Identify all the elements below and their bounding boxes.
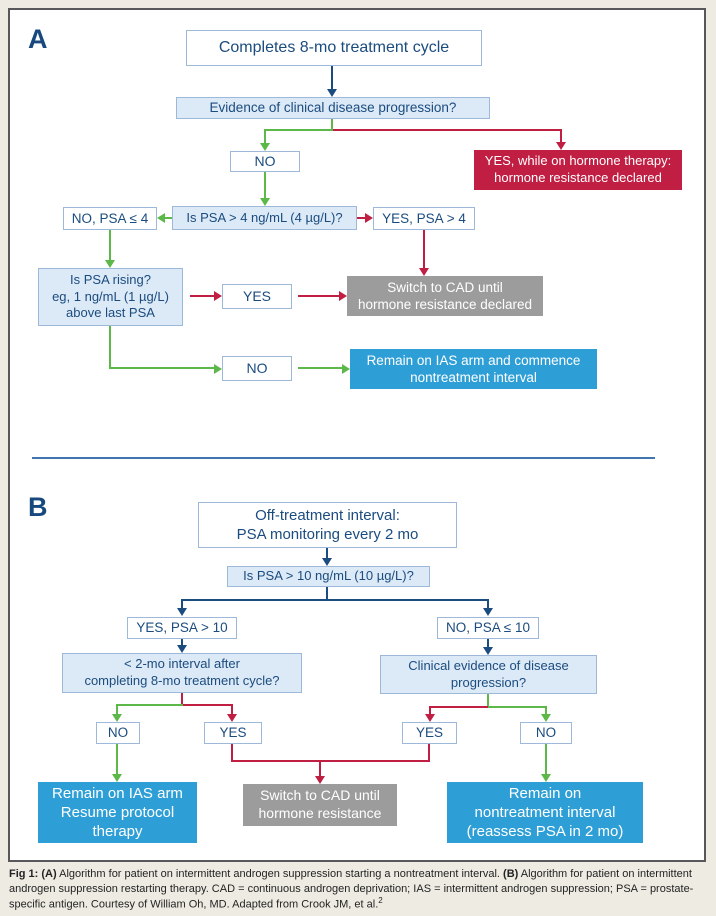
connector-a9-run [109,367,214,369]
connector-b9 [545,744,547,774]
connector-a5 [109,230,111,260]
node-hormone-resistance-declared: YES, while on hormone therapy: hormone r… [474,150,682,190]
connector-b3 [181,639,183,645]
arrowhead-b1 [322,558,332,566]
node-no-psa-le4: NO, PSA ≤ 4 [63,207,157,230]
connector-a9-drop [109,326,111,369]
arrowhead-b8 [315,776,325,784]
node-offtreatment-interval: Off-treatment interval: PSA monitoring e… [198,502,457,548]
node-clinical-evidence: Clinical evidence of disease progression… [380,655,597,694]
connector-b5-left-drop [116,704,118,714]
arrowhead-b3 [177,645,187,653]
connector-b2-run [181,599,489,601]
arrowhead-a4-left [157,213,165,223]
panel-divider [32,457,655,459]
connector-a2-left [265,129,333,131]
connector-b4 [487,639,489,647]
connector-a3 [264,172,266,198]
connector-b8-right-drop [428,744,430,762]
connector-b7 [116,744,118,774]
connector-b6-stub [487,694,489,708]
node-no-progression: NO [230,151,300,172]
connector-a6 [190,295,214,297]
node-yes-right: YES [402,722,457,744]
connector-a10 [298,367,342,369]
arrowhead-a7 [339,291,347,301]
connector-a2-right-drop [560,129,562,142]
node-yes-rising: YES [222,284,292,309]
panel-a-label: A [28,24,48,54]
arrowhead-a1 [327,89,337,97]
node-evidence-progression: Evidence of clinical disease progression… [176,97,490,119]
caption-fig-label: Fig 1: (A) [9,868,57,880]
caption-reference-superscript: 2 [378,896,383,906]
connector-a2-left-drop [264,129,266,143]
arrowhead-a2-yes [556,142,566,150]
connector-a2-right [333,129,562,131]
node-is-psa-rising: Is PSA rising? eg, 1 ng/mL (1 µg/L) abov… [38,268,183,326]
connector-b2-left-drop [181,599,183,608]
arrowhead-b2-left [177,608,187,616]
node-switch-cad-b: Switch to CAD until hormone resistance [243,784,397,826]
arrowhead-a2-no [260,143,270,151]
node-switch-cad-a: Switch to CAD until hormone resistance d… [347,276,543,316]
node-yes-psa-gt10: YES, PSA > 10 [127,617,237,639]
arrowhead-a10 [342,364,350,374]
node-yes-left: YES [204,722,262,744]
node-yes-psa-gt4: YES, PSA > 4 [373,207,475,230]
caption-text-a: Algorithm for patient on intermittent an… [56,868,504,880]
arrowhead-b9 [541,774,551,782]
connector-b5-right-drop [231,704,233,714]
connector-b6-left [430,706,488,708]
arrowhead-a8 [419,268,429,276]
node-no-psa-le10: NO, PSA ≤ 10 [437,617,539,639]
node-no-right: NO [520,722,572,744]
connector-b5-left [117,704,183,706]
connector-a2-stub [331,119,333,131]
connector-b6-right-drop [545,706,547,714]
connector-b8-left-drop [231,744,233,762]
arrowhead-a5 [105,260,115,268]
arrowhead-b5-yes [227,714,237,722]
connector-a7 [298,295,339,297]
arrowhead-b6-no [541,714,551,722]
arrowhead-b6-yes [425,714,435,722]
caption-b-label: (B) [503,868,519,880]
node-completes-cycle: Completes 8-mo treatment cycle [186,30,482,66]
connector-a1 [331,66,333,89]
figure-caption: Fig 1: (A) Algorithm for patient on inte… [9,867,707,913]
caption-text-b: Algorithm for patient on intermittent an… [9,868,694,912]
connector-b8-drop [319,762,321,776]
connector-b2-right-drop [487,599,489,608]
connector-b6-left-drop [429,706,431,714]
arrowhead-a9 [214,364,222,374]
connector-b8-run [231,760,430,762]
connector-b1 [326,548,328,558]
node-remain-nontreatment: Remain on nontreatment interval (reasses… [447,782,643,843]
arrowhead-b7 [112,774,122,782]
connector-b5-stub [181,693,183,706]
connector-a4-right [357,217,365,219]
node-is-psa-gt4: Is PSA > 4 ng/mL (4 µg/L)? [172,206,357,230]
connector-a8 [423,230,425,268]
arrowhead-a3 [260,198,270,206]
connector-b5-right [183,704,232,706]
connector-b6-right [489,706,547,708]
arrowhead-b2-right [483,608,493,616]
connector-b2-stub [326,587,328,601]
arrowhead-a6 [214,291,222,301]
node-no-left: NO [96,722,140,744]
node-is-psa-gt10: Is PSA > 10 ng/mL (10 µg/L)? [227,566,430,587]
arrowhead-b4 [483,647,493,655]
panel-b-label: B [28,492,48,522]
arrowhead-b5-no [112,714,122,722]
node-lt2mo-interval: < 2-mo interval after completing 8-mo tr… [62,653,302,693]
node-no-rising: NO [222,356,292,381]
connector-a4-left [165,217,172,219]
node-remain-ias-commence: Remain on IAS arm and commence nontreatm… [350,349,597,389]
node-remain-ias-resume: Remain on IAS arm Resume protocol therap… [38,782,197,843]
arrowhead-a4-right [365,213,373,223]
